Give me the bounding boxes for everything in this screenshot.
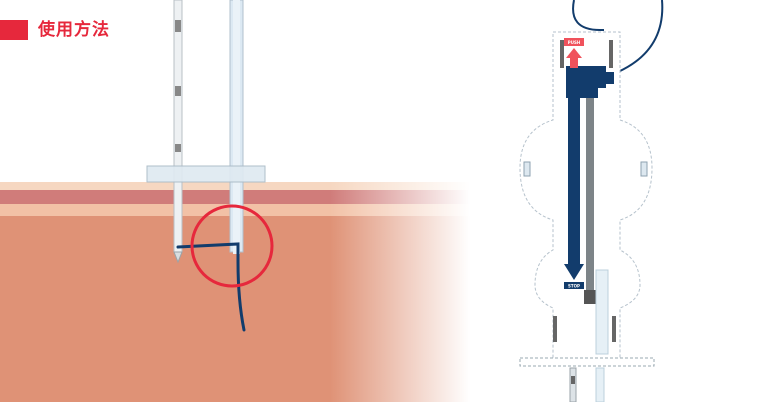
side-clip-right — [640, 161, 648, 177]
needle-guide-plate — [146, 165, 266, 183]
device-schematic: PUSH STOP — [519, 0, 664, 402]
needle-channel — [586, 92, 594, 302]
page-title: 使用方法 — [38, 20, 110, 40]
section-marker — [0, 20, 28, 40]
stop-label-box — [564, 282, 584, 289]
slider-side-block — [598, 72, 614, 84]
clear-tube — [595, 269, 609, 355]
needle-exit-left — [569, 367, 577, 402]
stop-label: STOP — [568, 284, 580, 289]
base-flange — [519, 357, 655, 367]
skin-fade-overlay — [330, 180, 470, 402]
travel-arrow-head — [564, 264, 584, 280]
push-arrow-up — [566, 48, 582, 68]
slider-top-block — [566, 66, 606, 88]
inner-rail-left — [560, 40, 564, 68]
lower-rail-left — [553, 316, 557, 342]
needle-exit-left-mark — [571, 376, 575, 384]
needle-stop-block — [584, 290, 597, 304]
suture-thread — [176, 242, 246, 332]
device-cable — [572, 0, 664, 73]
inner-rail-right — [609, 40, 613, 68]
push-label-box — [564, 38, 584, 46]
side-clip-left — [523, 161, 531, 177]
lower-rail-right — [612, 316, 616, 342]
needle-exit-right — [595, 367, 605, 402]
travel-arrow-shaft — [568, 96, 580, 266]
push-label: PUSH — [568, 40, 580, 45]
slider-mid-block — [566, 86, 598, 98]
highlight-circle — [190, 204, 274, 288]
skin-cross-section — [0, 180, 470, 402]
needle-right — [229, 0, 244, 254]
needle-left — [173, 0, 183, 264]
